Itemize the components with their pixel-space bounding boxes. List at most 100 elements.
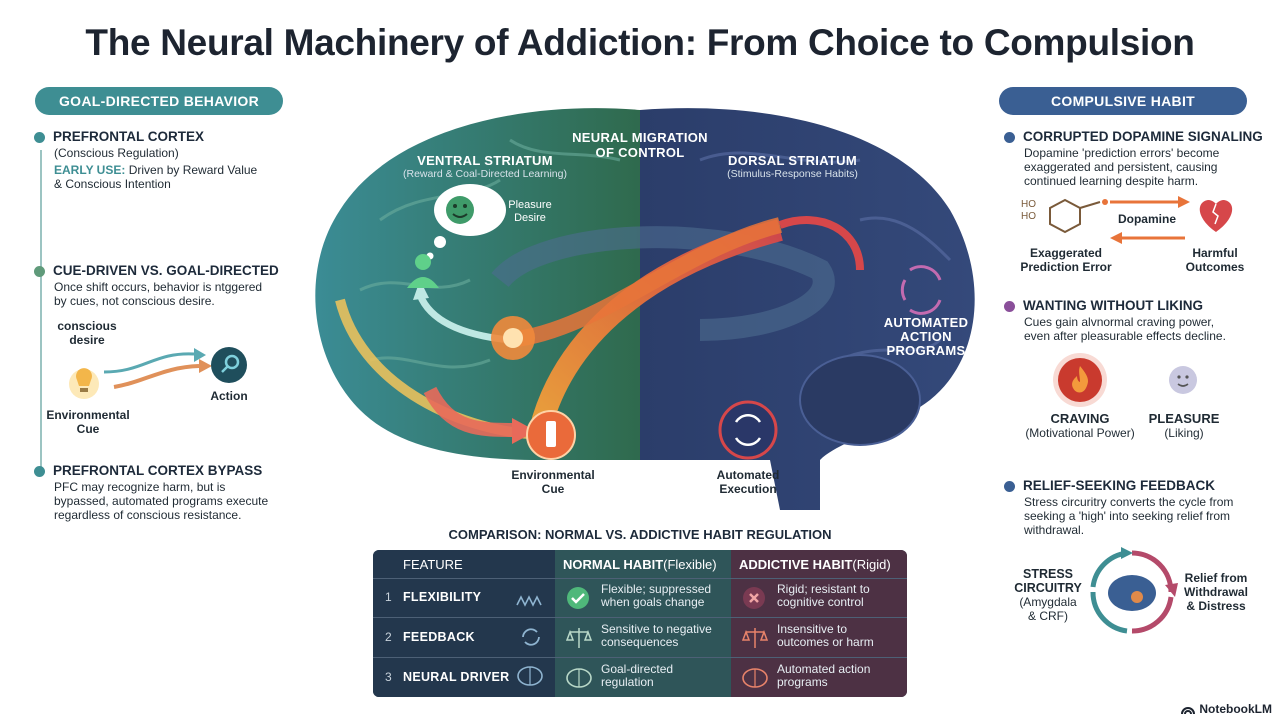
early-use-label: EARLY USE:: [54, 163, 126, 177]
spring-icon: [516, 595, 542, 607]
stress-cycle-diagram: [1090, 547, 1178, 634]
feature-column: [373, 550, 555, 697]
teal-dot-icon: [34, 465, 45, 477]
pfc-section: PREFRONTAL CORTEX (Conscious Regulation)…: [34, 130, 284, 191]
pleasure-face-icon: [1169, 366, 1197, 394]
addictive-column: [731, 550, 907, 697]
bypass-section: PREFRONTAL CORTEX BYPASS PFC may recogni…: [34, 464, 294, 522]
mini-brain-icon: [1108, 575, 1156, 611]
bypass-heading: PREFRONTAL CORTEX BYPASS: [53, 463, 263, 478]
brain-outline-icon: [517, 666, 543, 686]
dopamine-line1: Dopamine 'prediction errors' become: [1024, 146, 1220, 160]
desire-arrowhead-icon: [413, 280, 429, 300]
pleasure-desire-label: Pleasure Desire: [508, 199, 552, 224]
person-icon: [407, 254, 439, 288]
action-label: Action: [210, 389, 248, 403]
cue-line1: Once shift occurs, behavior is ntggered: [54, 280, 263, 294]
goal-directed-pill: GOAL-DIRECTED BEHAVIOR: [35, 87, 283, 115]
automated-programs-label: AUTOMATED ACTION PROGRAMS: [883, 315, 969, 358]
desire-arrow: [103, 352, 195, 374]
dopamine-line2: exaggerated and persistent, causing: [1024, 160, 1218, 174]
smiley-icon: [446, 196, 474, 224]
cue-line2: by cues, not conscious desire.: [54, 294, 215, 308]
relief-section: RELIEF-SEEKING FEEDBACK Stress circuritr…: [1004, 479, 1274, 537]
refresh-icon: [522, 628, 540, 646]
header-addictive: ADDICTIVE HABIT (Rigid): [739, 556, 891, 572]
migration-label: NEURAL MIGRATION OF CONTROL: [572, 130, 708, 160]
dorsal-striatum-label: DORSAL STRIATUM (Stimulus-Response Habit…: [727, 153, 858, 180]
dopamine-heading: CORRUPTED DOPAMINE SIGNALING: [1023, 129, 1263, 144]
wanting-line2: even after pleasurable effects decline.: [1024, 329, 1226, 343]
footer-brand: NotebookLM: [1181, 702, 1272, 716]
cycle-icon: [734, 413, 762, 423]
cue-action-diagram: [69, 347, 247, 399]
relief-line1: Stress circuritry converts the cycle fro…: [1024, 495, 1234, 509]
wanting-line1: Cues gain alvnormal craving power,: [1024, 315, 1215, 329]
wanting-section: WANTING WITHOUT LIKING Cues gain alvnorm…: [1004, 299, 1274, 343]
row-number: 1: [385, 590, 392, 604]
cue-arrowhead-icon: [199, 359, 212, 373]
dopamine-section: CORRUPTED DOPAMINE SIGNALING Dopamine 'p…: [1004, 130, 1274, 188]
left-timeline-line: [40, 150, 42, 470]
craving-pleasure-icons: [1053, 353, 1197, 407]
relief-heading: RELIEF-SEEKING FEEDBACK: [1023, 478, 1216, 493]
navy-dot-icon: [1004, 480, 1015, 492]
magnifier-icon: [224, 354, 240, 370]
scale-icon: [742, 628, 768, 648]
feature-flexibility: FLEXIBILITY: [403, 590, 482, 604]
header-normal: NORMAL HABIT (Flexible): [563, 556, 717, 572]
comparison-table: FEATURE NORMAL HABIT (Flexible) ADDICTIV…: [373, 550, 907, 697]
lightbulb-icon: [76, 368, 92, 386]
pleasure-label: PLEASURE(Liking): [1148, 411, 1220, 441]
dopamine-line3: continued learning despite harm.: [1024, 174, 1199, 188]
brain-outline-icon: [742, 668, 768, 688]
normal-column: [555, 550, 731, 697]
early-use-text: Driven by Reward Value: [128, 163, 258, 177]
teal-dot-icon: [34, 131, 45, 143]
bottle-icon: [546, 421, 556, 447]
cue-section: CUE-DRIVEN VS. GOAL-DIRECTED Once shift …: [34, 264, 294, 308]
bypass-line2: bypassed, automated programs execute: [54, 494, 269, 508]
compulsive-habit-pill: COMPULSIVE HABIT: [999, 87, 1247, 115]
x-icon: [743, 587, 765, 609]
dopamine-arrow-label: Dopamine: [1117, 212, 1176, 226]
cerebellum: [799, 354, 921, 446]
flame-icon: [1072, 366, 1088, 393]
automated-execution-node: [718, 400, 778, 460]
row-number: 2: [385, 630, 392, 644]
early-use-text2: & Conscious Intention: [54, 177, 171, 191]
ventral-striatum-label: VENTRAL STRIATUM (Reward & Coal-Directed…: [403, 153, 567, 180]
comparison-title: COMPARISON: NORMAL VS. ADDICTIVE HABIT R…: [448, 527, 832, 542]
brain-illustration: [315, 108, 975, 510]
cue-arrow: [113, 364, 200, 389]
pfc-heading: PREFRONTAL CORTEX: [53, 129, 205, 144]
navy-dot-icon: [1004, 131, 1015, 143]
pfc-sub: (Conscious Regulation): [54, 146, 179, 160]
relief-line2: seeking a 'high' into seeking relief fro…: [1024, 509, 1231, 523]
scale-icon: [566, 628, 592, 648]
feature-feedback: FEEDBACK: [403, 630, 475, 644]
action-circle: [211, 347, 247, 383]
purple-dot-icon: [1004, 300, 1015, 312]
cue-heading: CUE-DRIVEN VS. GOAL-DIRECTED: [53, 263, 279, 278]
cue-arrowhead-icon: [512, 418, 536, 444]
check-icon: [567, 587, 589, 609]
page-title: The Neural Machinery of Addiction: From …: [85, 22, 1195, 63]
header-feature: FEATURE: [403, 556, 463, 572]
bypass-line3: regardless of conscious resistance.: [54, 508, 242, 522]
desire-arrowhead-icon: [194, 348, 206, 362]
